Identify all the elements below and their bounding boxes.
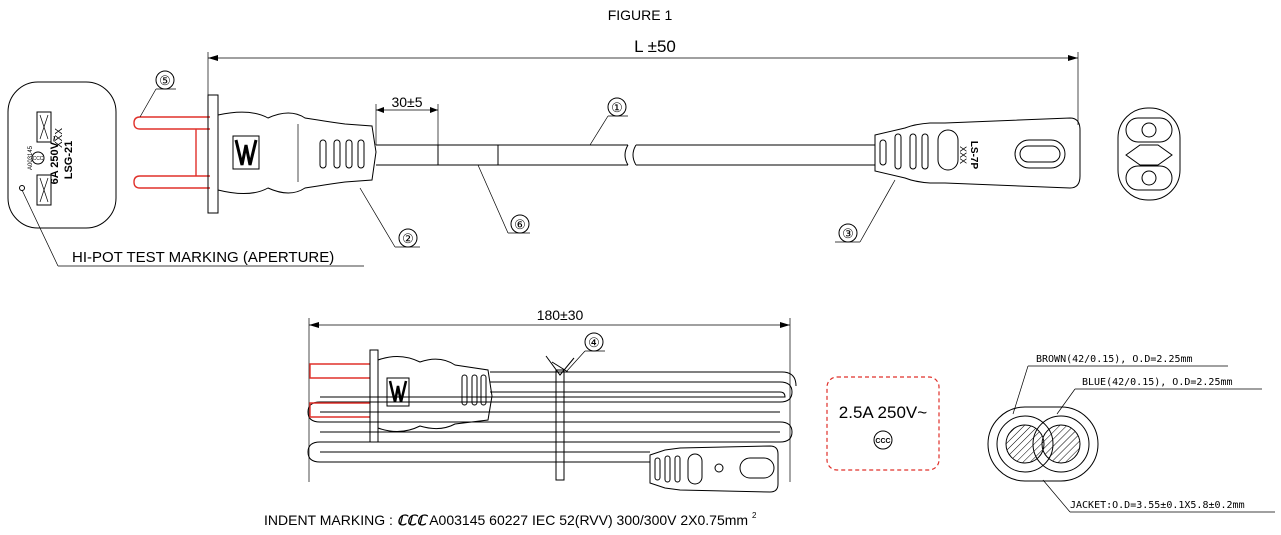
connector-face-view — [1117, 107, 1181, 201]
connector-xxx: XXX — [958, 146, 968, 164]
indent-marking-prefix: INDENT MARKING : — [264, 512, 393, 528]
rating-text: 2.5A 250V~ — [839, 403, 927, 422]
callout-2: ② — [359, 187, 420, 248]
callout-4: ④ — [565, 332, 605, 373]
hipot-label: HI-POT TEST MARKING (APERTURE) — [72, 249, 334, 266]
callout-6-label: ⑥ — [514, 217, 526, 232]
callout-1: ① — [589, 97, 628, 146]
callout-3-label: ③ — [842, 226, 854, 241]
main-cable — [376, 144, 875, 166]
coil-dimension: 180±30 — [308, 307, 791, 482]
length-dimension: L ±50 — [207, 37, 1079, 125]
length-label: L ±50 — [634, 37, 676, 56]
callout-2-label: ② — [402, 231, 414, 246]
coiled-cord — [307, 349, 797, 493]
main-connector: LS-7P XXX — [874, 117, 1081, 189]
indent-marking: INDENT MARKING : ℂℂℂ A003145 60227 IEC 5… — [264, 511, 757, 528]
indent-marking-sup: 2 — [752, 511, 757, 520]
callout-5-label: ⑤ — [159, 73, 171, 88]
sleeve-dimension: 30±5 — [375, 94, 439, 145]
svg-text:INDENT MARKING : ℂℂℂ: INDENT MARKING : ℂℂℂ A003145 60227 IEC 5… — [264, 511, 757, 528]
indent-marking-body: A003145 60227 IEC 52(RVV) 300/300V 2X0.7… — [429, 512, 748, 528]
connector-model: LS-7P — [968, 141, 979, 170]
coil-dimension-label: 180±30 — [537, 307, 584, 323]
callout-6: ⑥ — [477, 164, 530, 234]
callout-3: ③ — [835, 179, 896, 243]
brown-wire-label: BROWN(42/0.15), O.D=2.25mm — [1036, 354, 1193, 365]
plug-face-rating: 6A 250V~ — [49, 135, 61, 184]
callout-5: ⑤ — [139, 70, 176, 118]
rating-box: 2.5A 250V~ CCC — [826, 376, 940, 471]
sleeve-dimension-label: 30±5 — [391, 94, 422, 110]
hipot-leader: HI-POT TEST MARKING (APERTURE) — [21, 189, 364, 267]
blue-wire-label: BLUE(42/0.15), O.D=2.25mm — [1082, 377, 1233, 388]
plug-ccc-mark: CCC — [33, 156, 44, 162]
figure-title: FIGURE 1 — [608, 7, 673, 23]
plug-face-cert: A003145 — [28, 145, 34, 170]
plug-face-model: LSG-21 — [63, 141, 75, 180]
plug-face-view: CCC XXX 6A 250V~ LSG-21 A003145 — [7, 81, 117, 229]
callout-1-label: ① — [611, 100, 623, 115]
plug-face-xxx: XXX — [54, 128, 65, 148]
cable-cross-section: BROWN(42/0.15), O.D=2.25mm BLUE(42/0.15)… — [987, 354, 1275, 513]
rating-ccc-mark: CCC — [875, 438, 890, 445]
main-plug — [133, 94, 377, 214]
jacket-label: JACKET:O.D=3.55±0.1X5.8±0.2mm — [1070, 500, 1245, 511]
callout-4-label: ④ — [588, 335, 600, 350]
